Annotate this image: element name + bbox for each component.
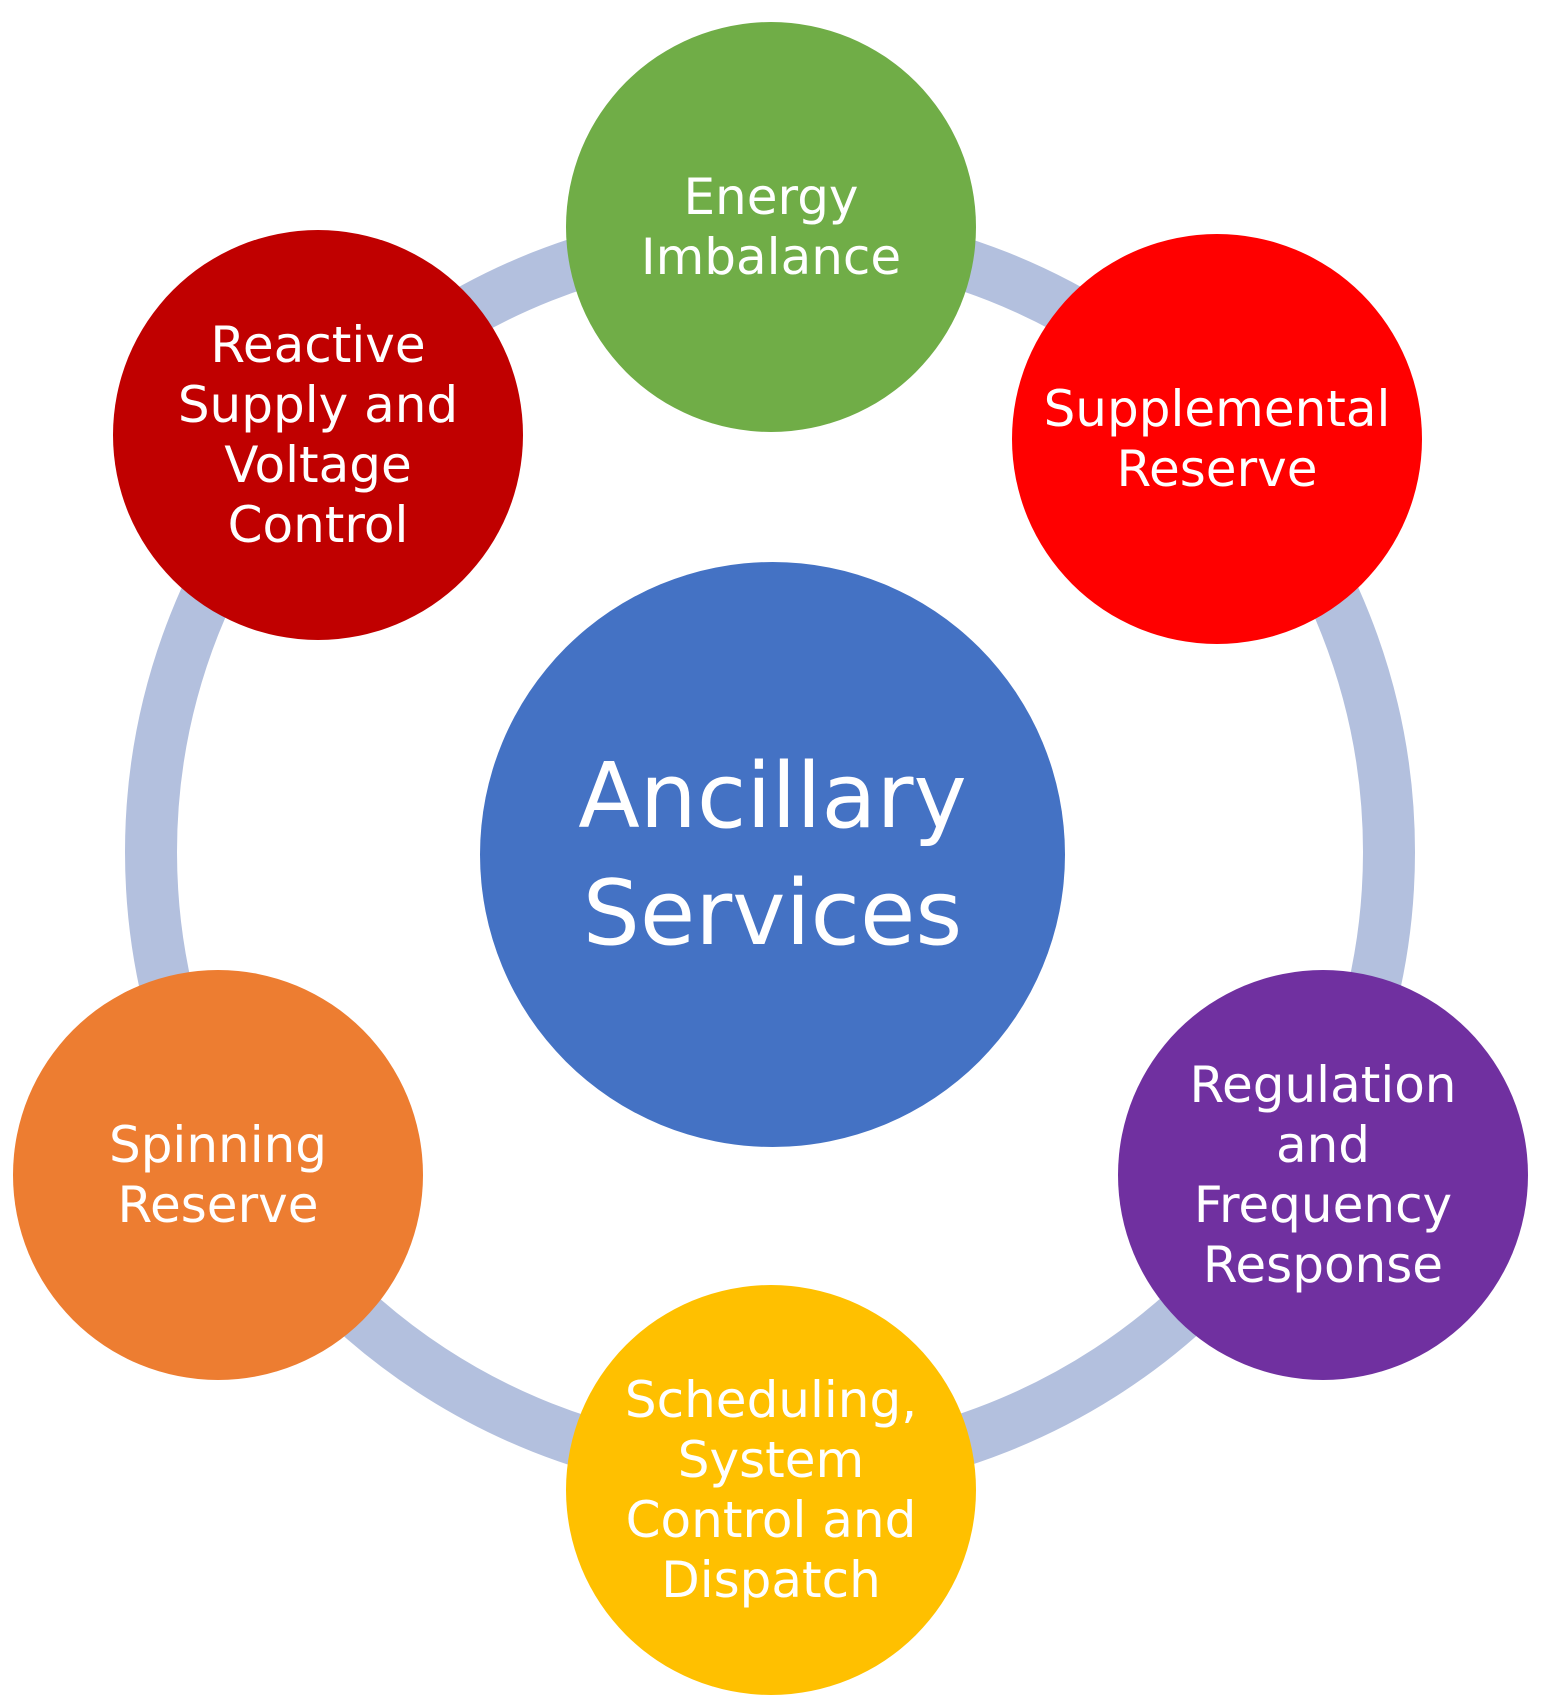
node-label-scheduling-system-control-dispatch: Scheduling, System Control and Dispatch xyxy=(624,1371,918,1609)
node-regulation-frequency-response: Regulation and Frequency Response xyxy=(1118,970,1528,1380)
center-node-ancillary-services: Ancillary Services xyxy=(480,562,1065,1147)
node-label-reactive-supply-voltage-control: Reactive Supply and Voltage Control xyxy=(177,316,459,554)
node-supplemental-reserve: Supplemental Reserve xyxy=(1012,234,1422,644)
node-label-supplemental-reserve: Supplemental Reserve xyxy=(1043,380,1391,498)
center-node-label: Ancillary Services xyxy=(578,743,967,966)
node-label-spinning-reserve: Spinning Reserve xyxy=(108,1116,328,1234)
node-spinning-reserve: Spinning Reserve xyxy=(13,970,423,1380)
node-energy-imbalance: Energy Imbalance xyxy=(566,22,976,432)
node-label-energy-imbalance: Energy Imbalance xyxy=(640,168,902,286)
node-label-regulation-frequency-response: Regulation and Frequency Response xyxy=(1189,1056,1457,1294)
node-reactive-supply-voltage-control: Reactive Supply and Voltage Control xyxy=(113,230,523,640)
node-scheduling-system-control-dispatch: Scheduling, System Control and Dispatch xyxy=(566,1285,976,1695)
